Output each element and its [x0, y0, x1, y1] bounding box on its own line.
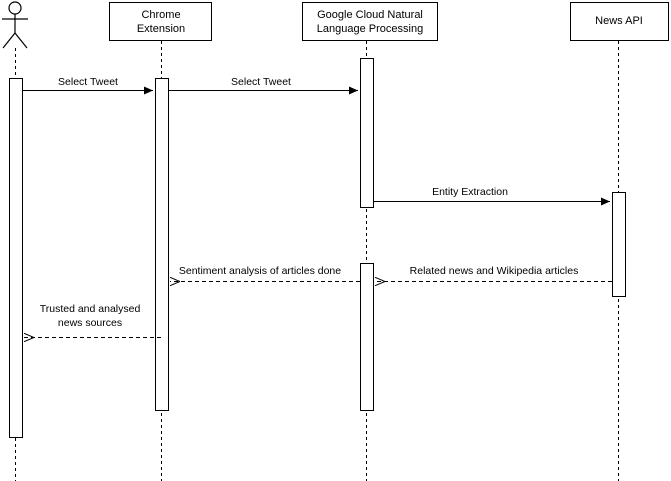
- activation-bar-gcnlp-first: [360, 58, 374, 208]
- message-label: Select Tweet: [58, 76, 118, 88]
- activation-bar-news-api: [612, 192, 626, 297]
- activation-bar-gcnlp-second: [360, 263, 374, 411]
- message-label: Select Tweet: [231, 76, 291, 88]
- actor-leg-left-icon: [2, 32, 16, 49]
- participant-chrome-extension-box[interactable]: [109, 2, 212, 41]
- message-label-line2: news sources: [58, 317, 122, 329]
- participant-news-api-label-line1: News API: [595, 15, 643, 27]
- message-sentiment-analysis-of-articles-done[interactable]: Sentiment analysis of articles done: [170, 265, 360, 282]
- participant-chrome-extension-label-line1: Chrome: [141, 9, 180, 21]
- message-related-news-and-wikipedia-articles[interactable]: Related news and Wikipedia articles: [375, 265, 612, 282]
- message-trusted-and-analysed-news-sources[interactable]: Trusted and analysed news sources: [24, 303, 161, 338]
- participant-gcnlp-label-line1: Google Cloud Natural: [317, 9, 423, 21]
- actor-head-icon: [8, 1, 22, 15]
- activation-bar-chrome-extension: [155, 78, 169, 411]
- participant-actor[interactable]: [2, 1, 28, 49]
- message-select-tweet-actor-to-extension[interactable]: Select Tweet: [22, 76, 153, 95]
- participant-chrome-extension-label-line2: Extension: [137, 23, 185, 35]
- message-label: Related news and Wikipedia articles: [410, 265, 579, 277]
- message-entity-extraction[interactable]: Entity Extraction: [373, 186, 610, 206]
- message-label: Sentiment analysis of articles done: [179, 265, 341, 277]
- message-label-line1: Trusted and analysed: [40, 303, 141, 315]
- participant-news-api[interactable]: News API: [570, 2, 669, 41]
- message-select-tweet-extension-to-gcnlp[interactable]: Select Tweet: [168, 76, 358, 95]
- participant-gcnlp-label-line2: Language Processing: [317, 23, 423, 35]
- activation-bar-actor: [9, 78, 23, 438]
- participant-gcnlp-box[interactable]: [302, 2, 438, 41]
- actor-leg-right-icon: [14, 32, 28, 49]
- participant-gcnlp[interactable]: Google Cloud Natural Language Processing: [302, 2, 438, 41]
- participant-news-api-box[interactable]: [570, 2, 669, 41]
- message-label: Entity Extraction: [432, 186, 508, 198]
- participant-chrome-extension[interactable]: Chrome Extension: [109, 2, 212, 41]
